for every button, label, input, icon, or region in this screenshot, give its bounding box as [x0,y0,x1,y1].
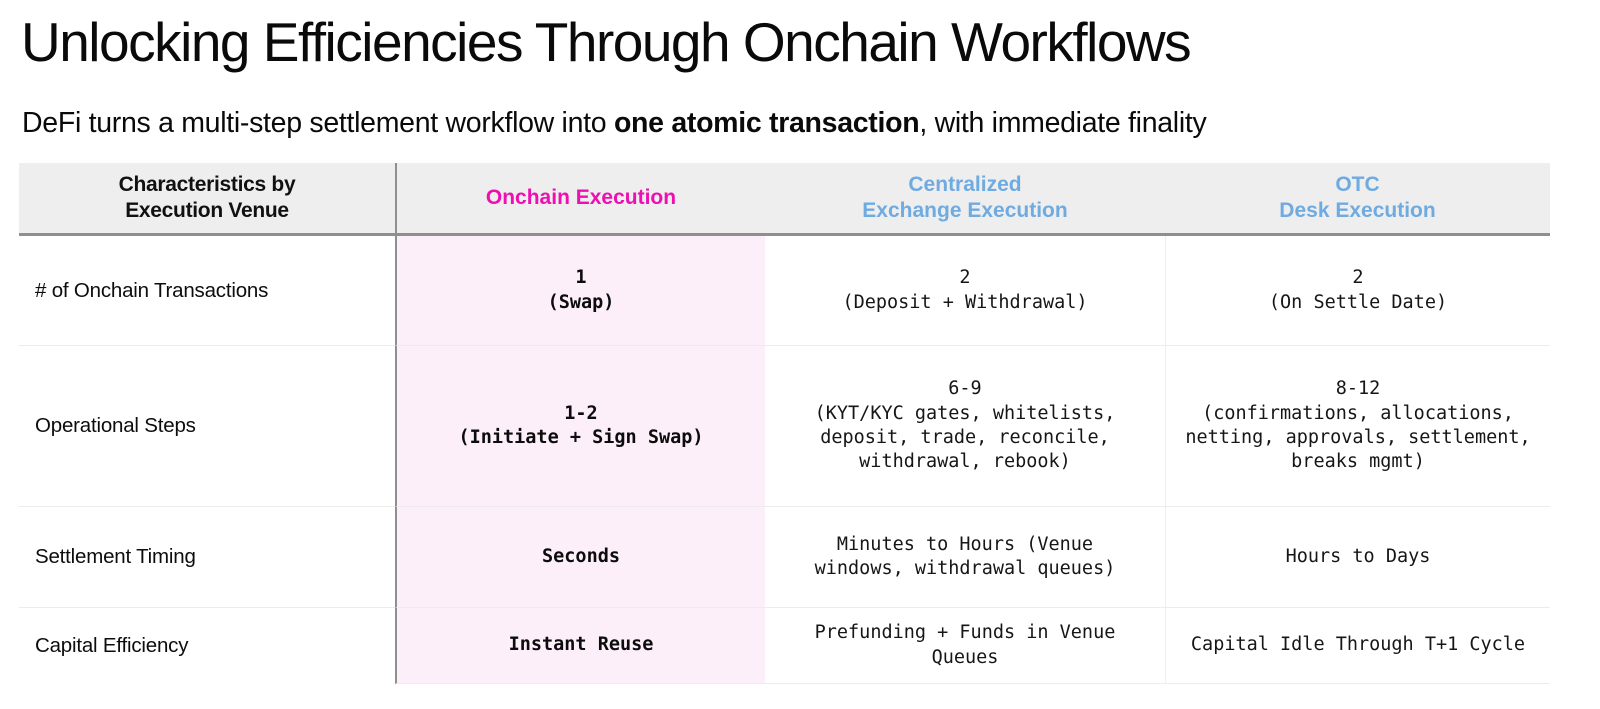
row-label-capital-efficiency: Capital Efficiency [19,607,395,684]
cell-capital-efficiency-otc: Capital Idle Through T+1 Cycle [1165,607,1550,684]
cell-operational-steps-otc: 8-12 (confirmations, allocations, nettin… [1165,345,1550,506]
cell-capital-efficiency-cex: Prefunding + Funds in Venue Queues [765,607,1165,684]
row-label-operational-steps: Operational Steps [19,345,395,506]
page-title: Unlocking Efficiencies Through Onchain W… [21,11,1192,73]
cell-settlement-timing-cex: Minutes to Hours (Venue windows, withdra… [765,506,1165,607]
cell-settlement-timing-onchain: Seconds [395,506,765,607]
row-label-onchain-transactions: # of Onchain Transactions [19,236,395,345]
cell-operational-steps-cex: 6-9 (KYT/KYC gates, whitelists, deposit,… [765,345,1165,506]
cell-settlement-timing-otc: Hours to Days [1165,506,1550,607]
page-subtitle: DeFi turns a multi-step settlement workf… [22,107,1207,140]
header-otc-desk-execution: OTC Desk Execution [1165,163,1550,236]
cell-onchain-transactions-onchain: 1 (Swap) [395,236,765,345]
header-onchain-execution: Onchain Execution [395,163,765,236]
cell-onchain-transactions-cex: 2 (Deposit + Withdrawal) [765,236,1165,345]
subtitle-bold-phrase: one atomic transaction [613,107,920,139]
cell-capital-efficiency-onchain: Instant Reuse [395,607,765,684]
subtitle-prefix: DeFi turns a multi-step settlement workf… [22,107,614,139]
cell-onchain-transactions-otc: 2 (On Settle Date) [1165,236,1550,345]
header-centralized-exchange-execution: Centralized Exchange Execution [765,163,1165,236]
row-label-settlement-timing: Settlement Timing [19,506,395,607]
header-characteristics: Characteristics by Execution Venue [19,163,395,236]
subtitle-suffix: , with immediate finality [919,107,1207,139]
cell-operational-steps-onchain: 1-2 (Initiate + Sign Swap) [395,345,765,506]
comparison-table: Characteristics by Execution Venue Oncha… [19,163,1550,684]
